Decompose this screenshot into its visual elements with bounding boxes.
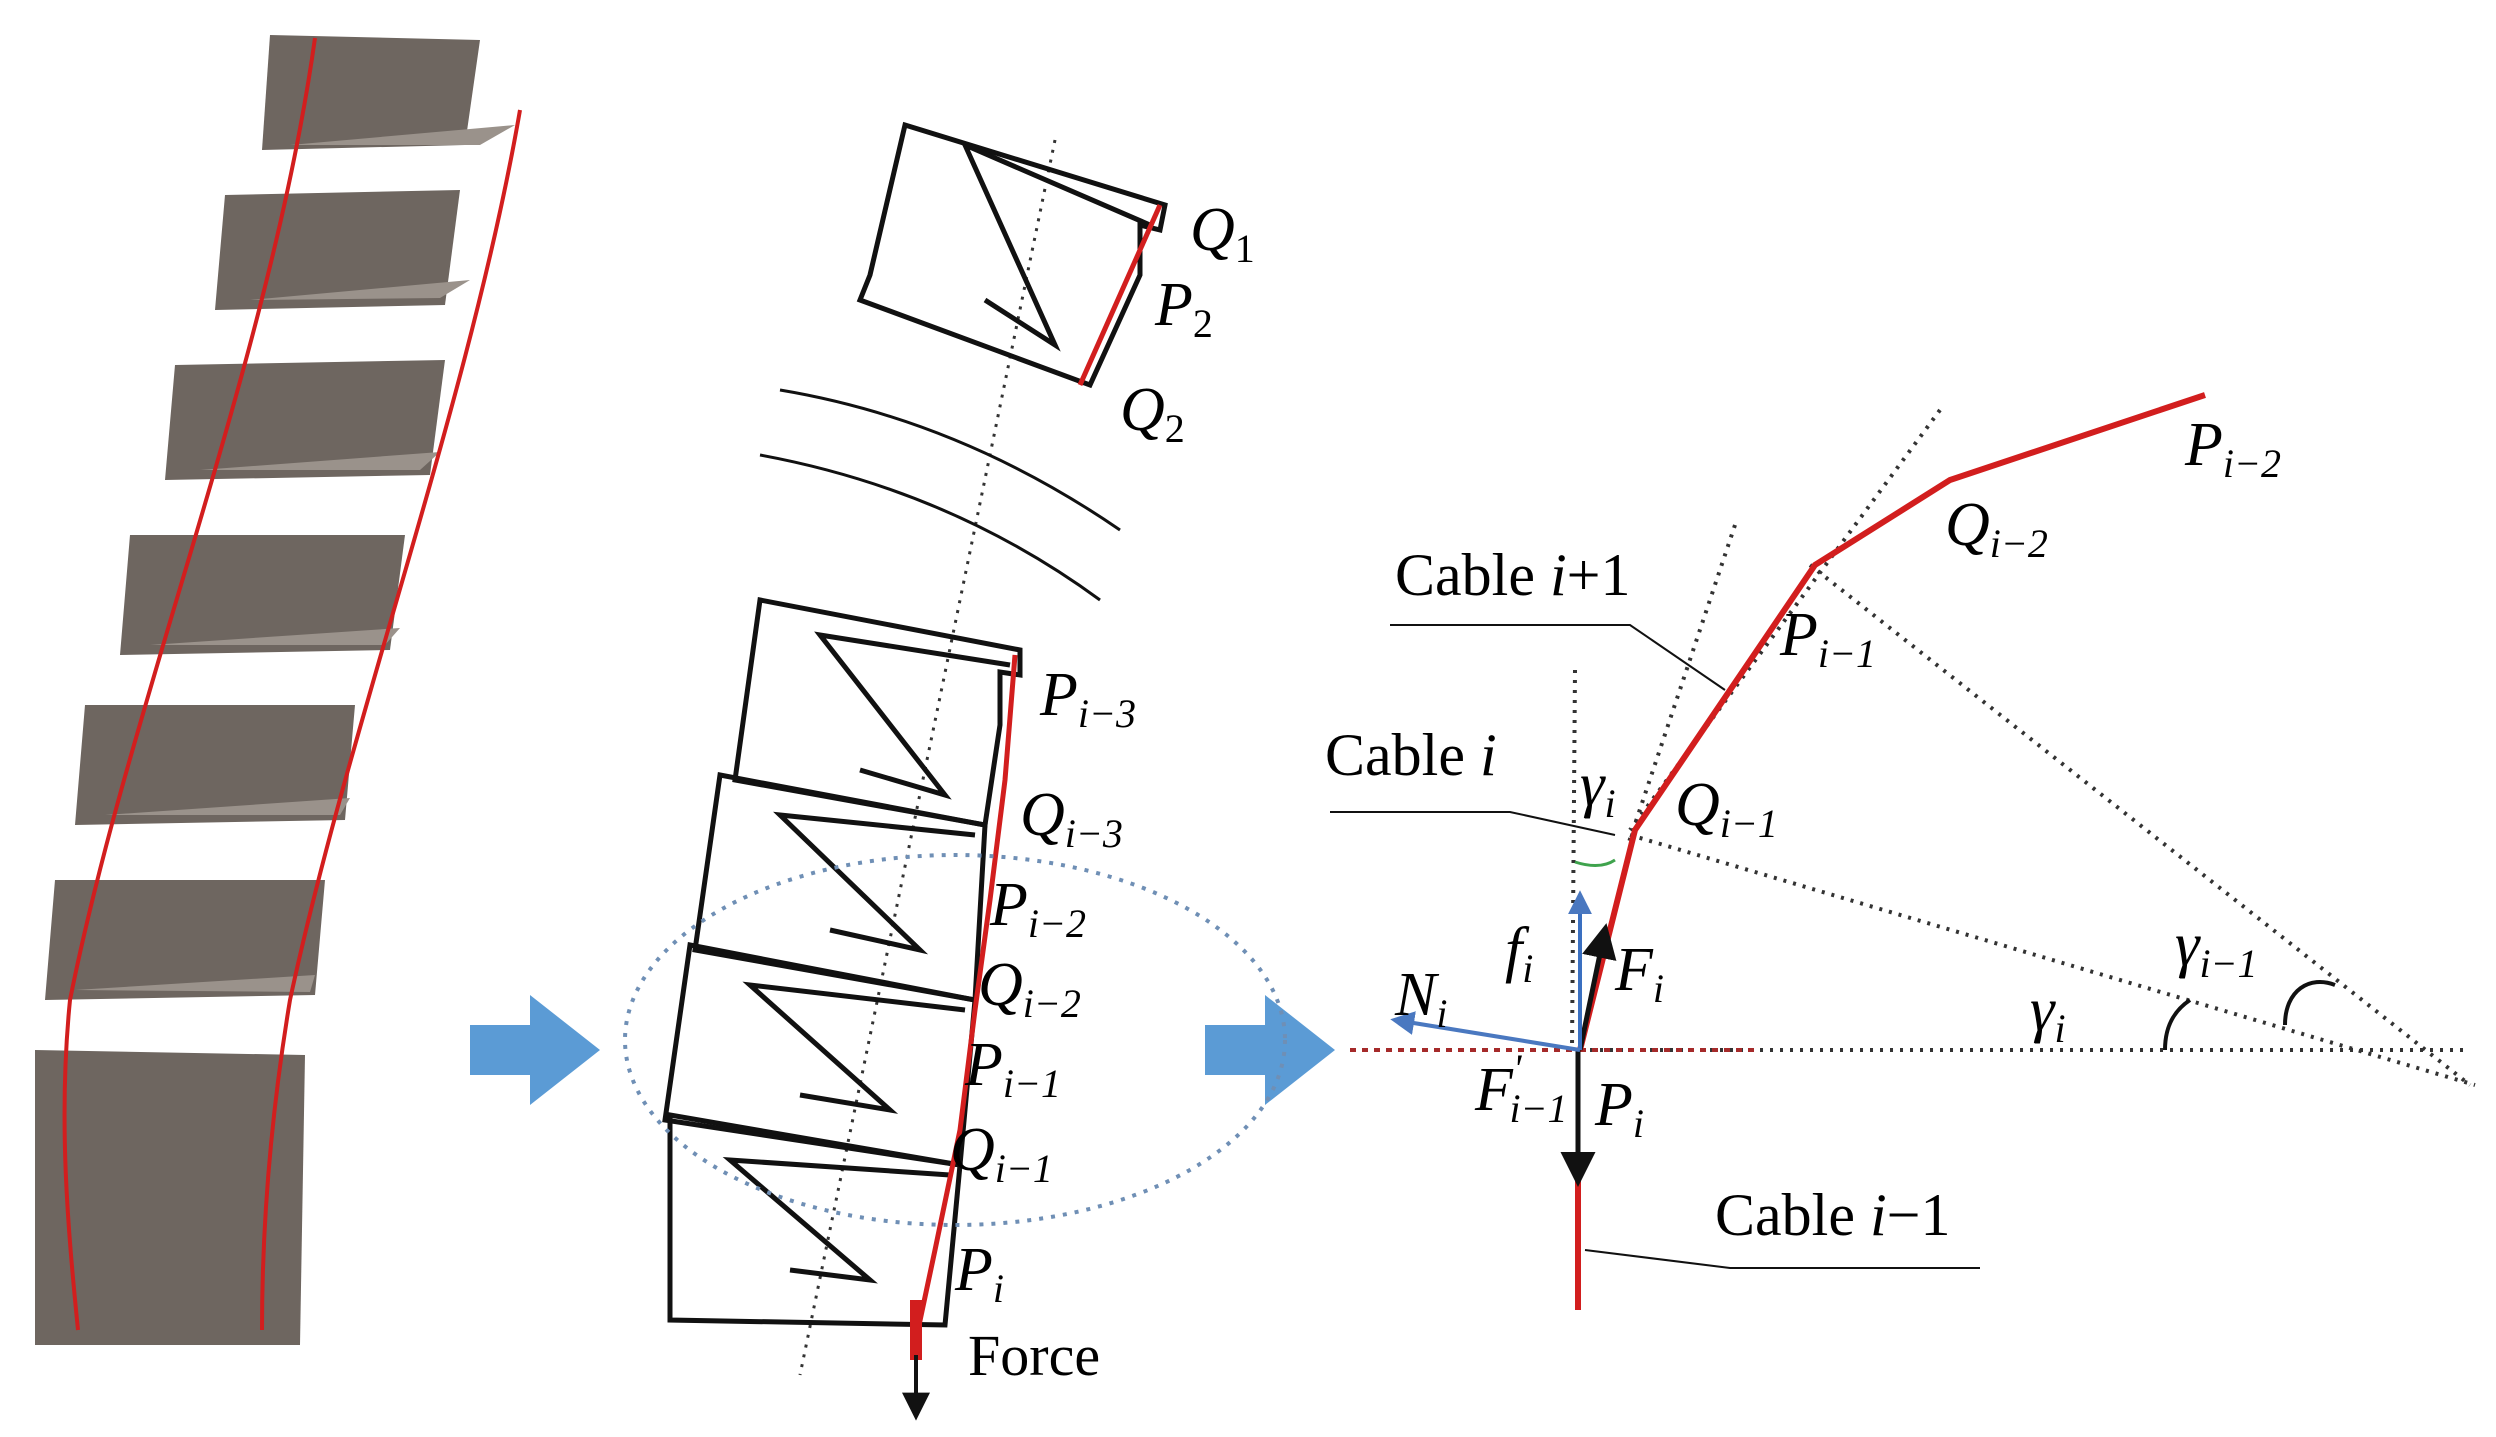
vertebra-wedge	[75, 975, 315, 992]
vertebra-segment	[120, 535, 405, 655]
label-cable-prev: Cable i−1	[1715, 1182, 1950, 1248]
angle-arc-gamma-i	[2163, 998, 2192, 1051]
vertebra-wedge	[290, 125, 515, 145]
label-p-im1: Pi−1	[964, 1031, 1061, 1106]
label-n-i: Ni	[1394, 961, 1447, 1036]
leader-cable-prev	[1584, 1249, 1980, 1269]
vertebra-zigzag-1	[814, 631, 1011, 800]
label-q1: Q1	[1190, 196, 1255, 271]
normal-line-1	[1629, 833, 2476, 1087]
vertical-reference-line	[1570, 669, 1577, 1051]
label-cable-next: Cable i+1	[1395, 542, 1630, 608]
force-analysis-panel: Cable i+1 Cable i Cable i−1 Pi−2 Qi−2 Pi…	[1325, 392, 2476, 1310]
break-curve	[759, 453, 1101, 602]
top-vertebra	[856, 121, 1168, 389]
label-p2: P2	[1154, 271, 1213, 346]
angle-arc-top	[1574, 858, 1616, 867]
label-q-im3: Qi−3	[1020, 781, 1123, 856]
top-vertebra-zigzag	[960, 140, 1151, 352]
vertebra-wedge	[105, 798, 350, 815]
block-arrow-right-icon	[470, 995, 600, 1105]
vertebra-zigzag-2	[773, 811, 976, 955]
vertebra-wedge	[200, 452, 440, 470]
label-q-im2: Qi−2	[978, 951, 1081, 1026]
normal-line-2	[1808, 563, 2472, 1087]
vertebra-segment	[75, 705, 355, 825]
force-label: Force	[968, 1323, 1100, 1388]
vertebra-block-4	[667, 1112, 963, 1328]
label-q2: Q2	[1120, 376, 1185, 451]
label-gamma-im1: γi−1	[2175, 911, 2258, 986]
label-q-im1: Qi−1	[950, 1116, 1053, 1191]
leader-cable-cur	[1330, 811, 1616, 836]
label-cable-cur: Cable i	[1325, 722, 1497, 788]
label-p-i: Pi	[954, 1236, 1004, 1311]
top-cable-segment	[1077, 203, 1163, 387]
force-fi-arrow	[1577, 923, 1617, 1051]
label-r-p-i: Pi	[1594, 1071, 1644, 1146]
label-gamma-top: γi	[1580, 751, 1616, 826]
normal-ni-arrow	[1390, 1011, 1581, 1052]
cable-left-inner	[62, 37, 317, 1331]
vertebra-zigzag-3	[742, 981, 966, 1114]
block-arrow-right-icon	[1205, 995, 1335, 1105]
angle-arc-gamma-im1	[2283, 979, 2336, 1026]
vertebra-zigzag-4	[722, 1156, 951, 1284]
label-r-p-im2: Pi−2	[2184, 411, 2281, 486]
cable-left-outer	[260, 109, 522, 1331]
label-r-p-im1: Pi−1	[1779, 601, 1876, 676]
vertebra-segment	[262, 35, 480, 150]
vertebra-block-3	[662, 942, 978, 1168]
vertebra-wedge	[150, 628, 400, 645]
vertebra-segment	[215, 190, 460, 310]
focus-ellipse	[623, 853, 1287, 1227]
label-f-im1-prime: F'i−1	[1474, 1046, 1568, 1131]
vertebra-wedge	[250, 280, 470, 300]
cable-path	[1577, 392, 2206, 1051]
break-curve	[779, 388, 1121, 532]
vertebra-block-2	[692, 772, 988, 1003]
leader-cable-next	[1390, 624, 1726, 691]
tangent-line-top	[1628, 408, 1942, 832]
tangent-line-mid	[1626, 524, 1737, 846]
label-p-im3: Pi−3	[1039, 661, 1136, 736]
vertebra-segment	[45, 880, 325, 1000]
label-f-big-i: Fi	[1614, 936, 1664, 1011]
label-r-q-im1: Qi−1	[1675, 771, 1778, 846]
label-gamma-i: γi	[2030, 976, 2066, 1051]
label-p-im2: Pi−2	[989, 871, 1086, 946]
vertebra-segment	[35, 1050, 305, 1345]
vertebra-segment	[165, 360, 445, 480]
label-f-small-i: fi	[1505, 916, 1533, 991]
schematic-panel: Force Q1 P2 Q2 Pi−3 Qi−3 Pi−2 Qi−2 Pi−1 …	[623, 121, 1287, 1421]
label-r-q-im2: Qi−2	[1945, 491, 2048, 566]
continuum-render-panel	[35, 35, 522, 1345]
